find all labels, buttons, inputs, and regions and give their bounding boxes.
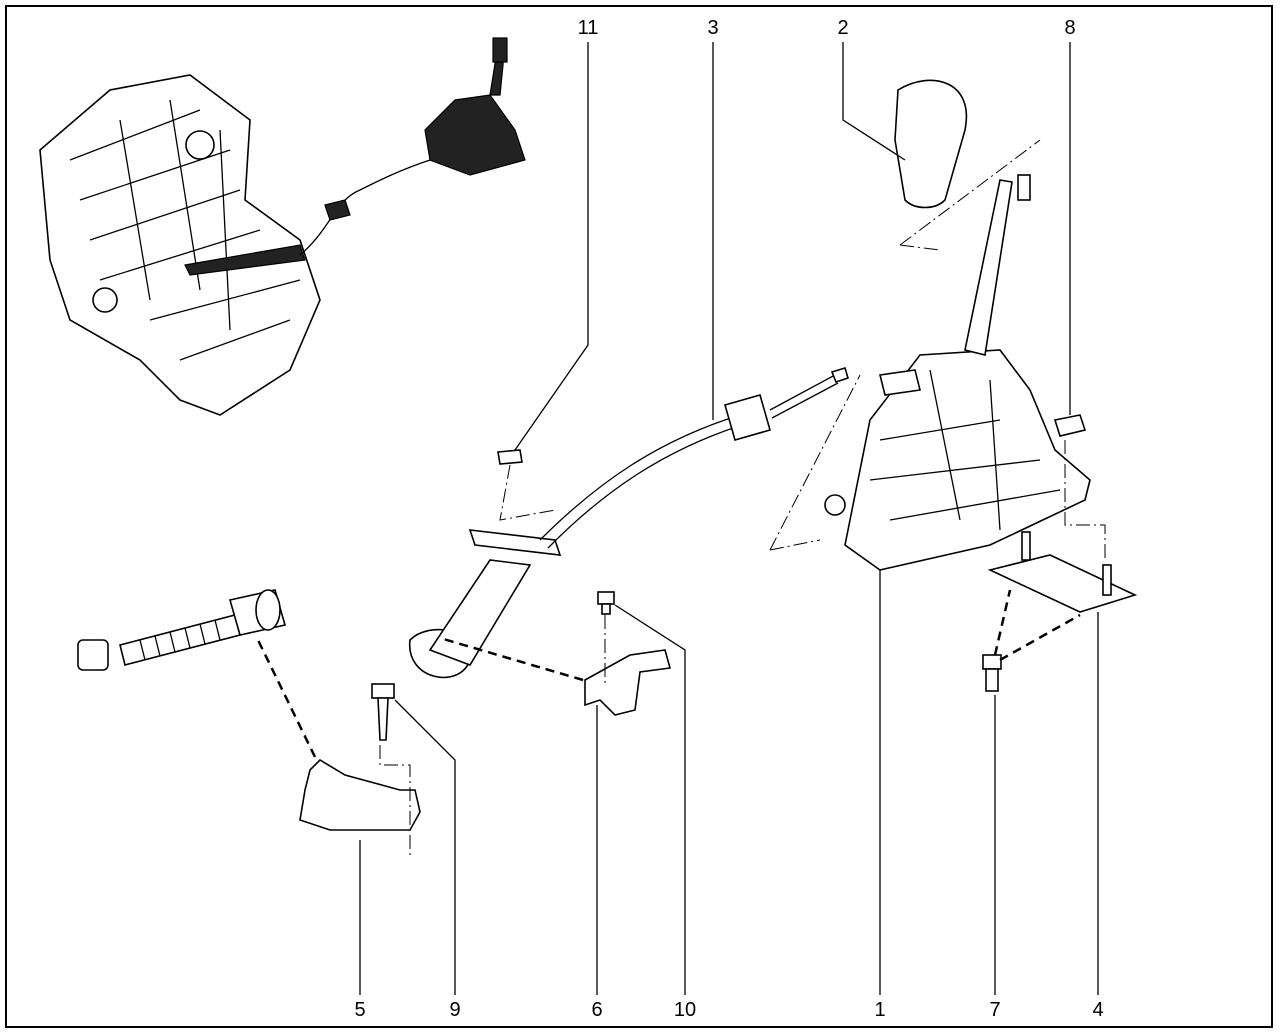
center-lines <box>379 139 1106 855</box>
nut <box>1053 414 1087 437</box>
shift-cable-assembly <box>77 366 849 679</box>
leader-lines <box>359 42 1099 995</box>
diagram-border <box>5 5 1273 1028</box>
mounting-bracket <box>987 531 1138 613</box>
bolt <box>982 654 1002 692</box>
assembly-arrow <box>256 639 317 758</box>
shifter-assembly <box>824 174 1091 571</box>
callout-11: 11 <box>577 17 599 39</box>
cable-clip <box>584 649 672 716</box>
assembly-arrow <box>999 613 1081 662</box>
callout-1: 1 <box>874 999 886 1021</box>
screw <box>371 683 395 741</box>
callout-9: 9 <box>449 999 461 1021</box>
grommet <box>497 449 523 465</box>
engine-overview-illustration <box>39 37 526 416</box>
assembly-arrow <box>439 636 584 682</box>
callout-5: 5 <box>354 999 366 1021</box>
callout-4: 4 <box>1092 999 1104 1021</box>
assembly-arrow <box>993 589 1012 656</box>
callout-3: 3 <box>707 17 719 39</box>
cable-bracket <box>299 758 421 831</box>
bolt-small <box>597 591 615 615</box>
callout-6: 6 <box>591 999 603 1021</box>
callout-7: 7 <box>989 999 1001 1021</box>
callout-2: 2 <box>837 17 849 39</box>
shift-knob <box>894 79 968 209</box>
callout-8: 8 <box>1064 17 1076 39</box>
callout-10: 10 <box>673 999 697 1021</box>
